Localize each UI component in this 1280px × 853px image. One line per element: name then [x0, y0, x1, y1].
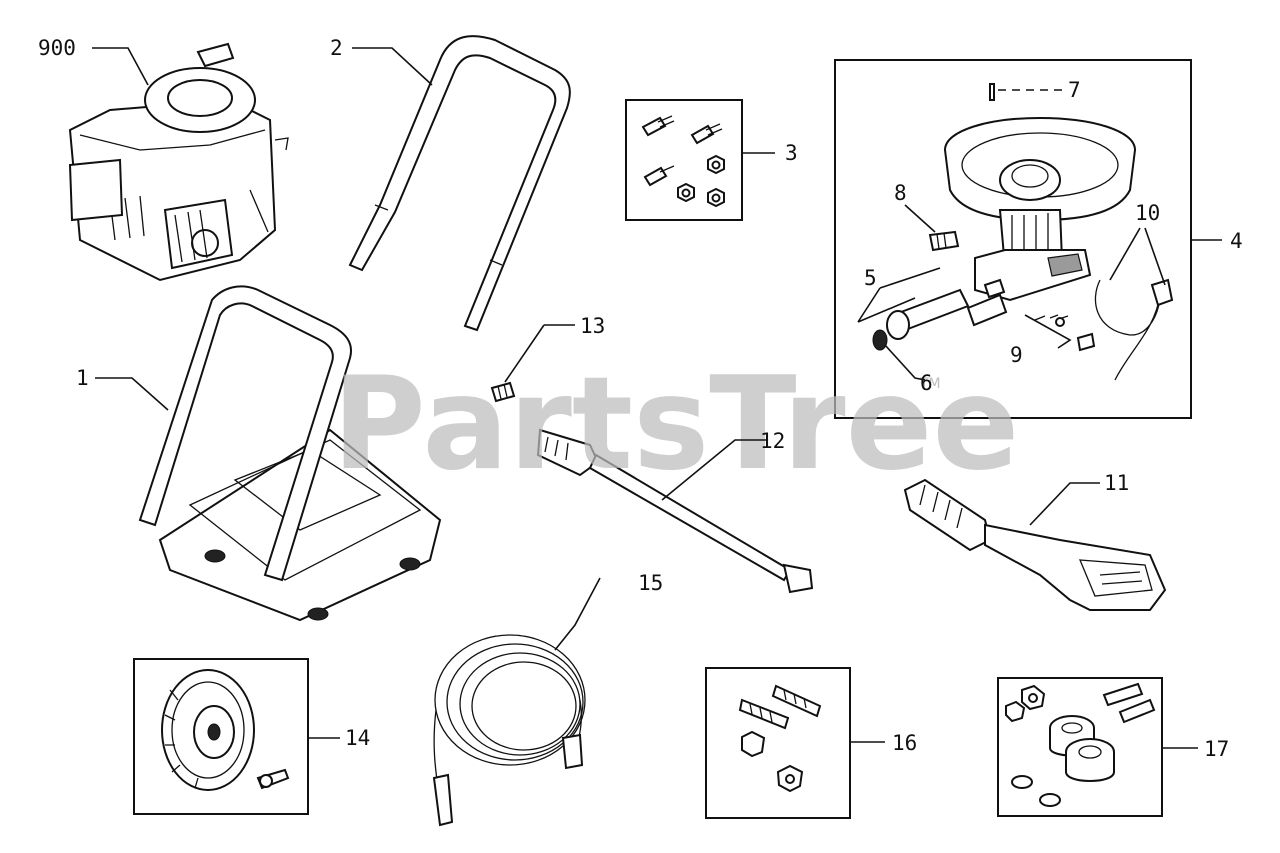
callout-wheel-hardware-kit[interactable]: 17	[1204, 737, 1229, 761]
callout-pump-pin[interactable]: 7	[1068, 78, 1081, 102]
callout-labels: 900 2 3 4 7 8 5 6 9 10 11 1 13 12 15 14 …	[38, 36, 1243, 761]
wheel-kit-box[interactable]	[133, 658, 309, 815]
callout-nozzle[interactable]: 13	[580, 314, 605, 338]
callout-frame[interactable]: 1	[76, 366, 89, 390]
callout-pump-seal[interactable]: 6	[920, 371, 933, 395]
callout-wand[interactable]: 12	[760, 429, 785, 453]
callout-pump-assembly[interactable]: 4	[1230, 229, 1243, 253]
callout-pump-injector[interactable]: 5	[864, 266, 877, 290]
pump-assembly-box[interactable]	[834, 59, 1192, 419]
callout-pump-fitting[interactable]: 8	[894, 181, 907, 205]
callout-engine[interactable]: 900	[38, 36, 76, 60]
frame-drawing[interactable]	[138, 285, 442, 622]
callout-wheel-kit[interactable]: 14	[345, 726, 370, 750]
engine-drawing[interactable]	[68, 42, 289, 282]
callout-pump-hose[interactable]: 10	[1135, 201, 1160, 225]
handle-drawing[interactable]	[348, 35, 571, 332]
callout-bolt-kit[interactable]: 16	[892, 731, 917, 755]
spray-gun-drawing[interactable]	[903, 478, 1167, 611]
callout-hardware-kit[interactable]: 3	[785, 141, 798, 165]
high-pressure-hose-drawing[interactable]	[432, 634, 586, 827]
bolt-kit-box[interactable]	[705, 667, 851, 819]
leader-lines	[92, 47, 1222, 749]
hardware-kit-box[interactable]	[625, 99, 743, 221]
callout-high-pressure-hose[interactable]: 15	[638, 571, 663, 595]
wheel-hardware-kit-box[interactable]	[997, 677, 1163, 817]
watermark: PartsTree TM	[332, 350, 1019, 499]
callout-pump-valve-kit[interactable]: 9	[1010, 343, 1023, 367]
callout-spray-gun[interactable]: 11	[1104, 471, 1129, 495]
callout-handle[interactable]: 2	[330, 36, 343, 60]
watermark-text: PartsTree	[332, 350, 1019, 499]
nozzle-drawing[interactable]	[490, 381, 516, 403]
wand-drawing[interactable]	[536, 428, 814, 594]
